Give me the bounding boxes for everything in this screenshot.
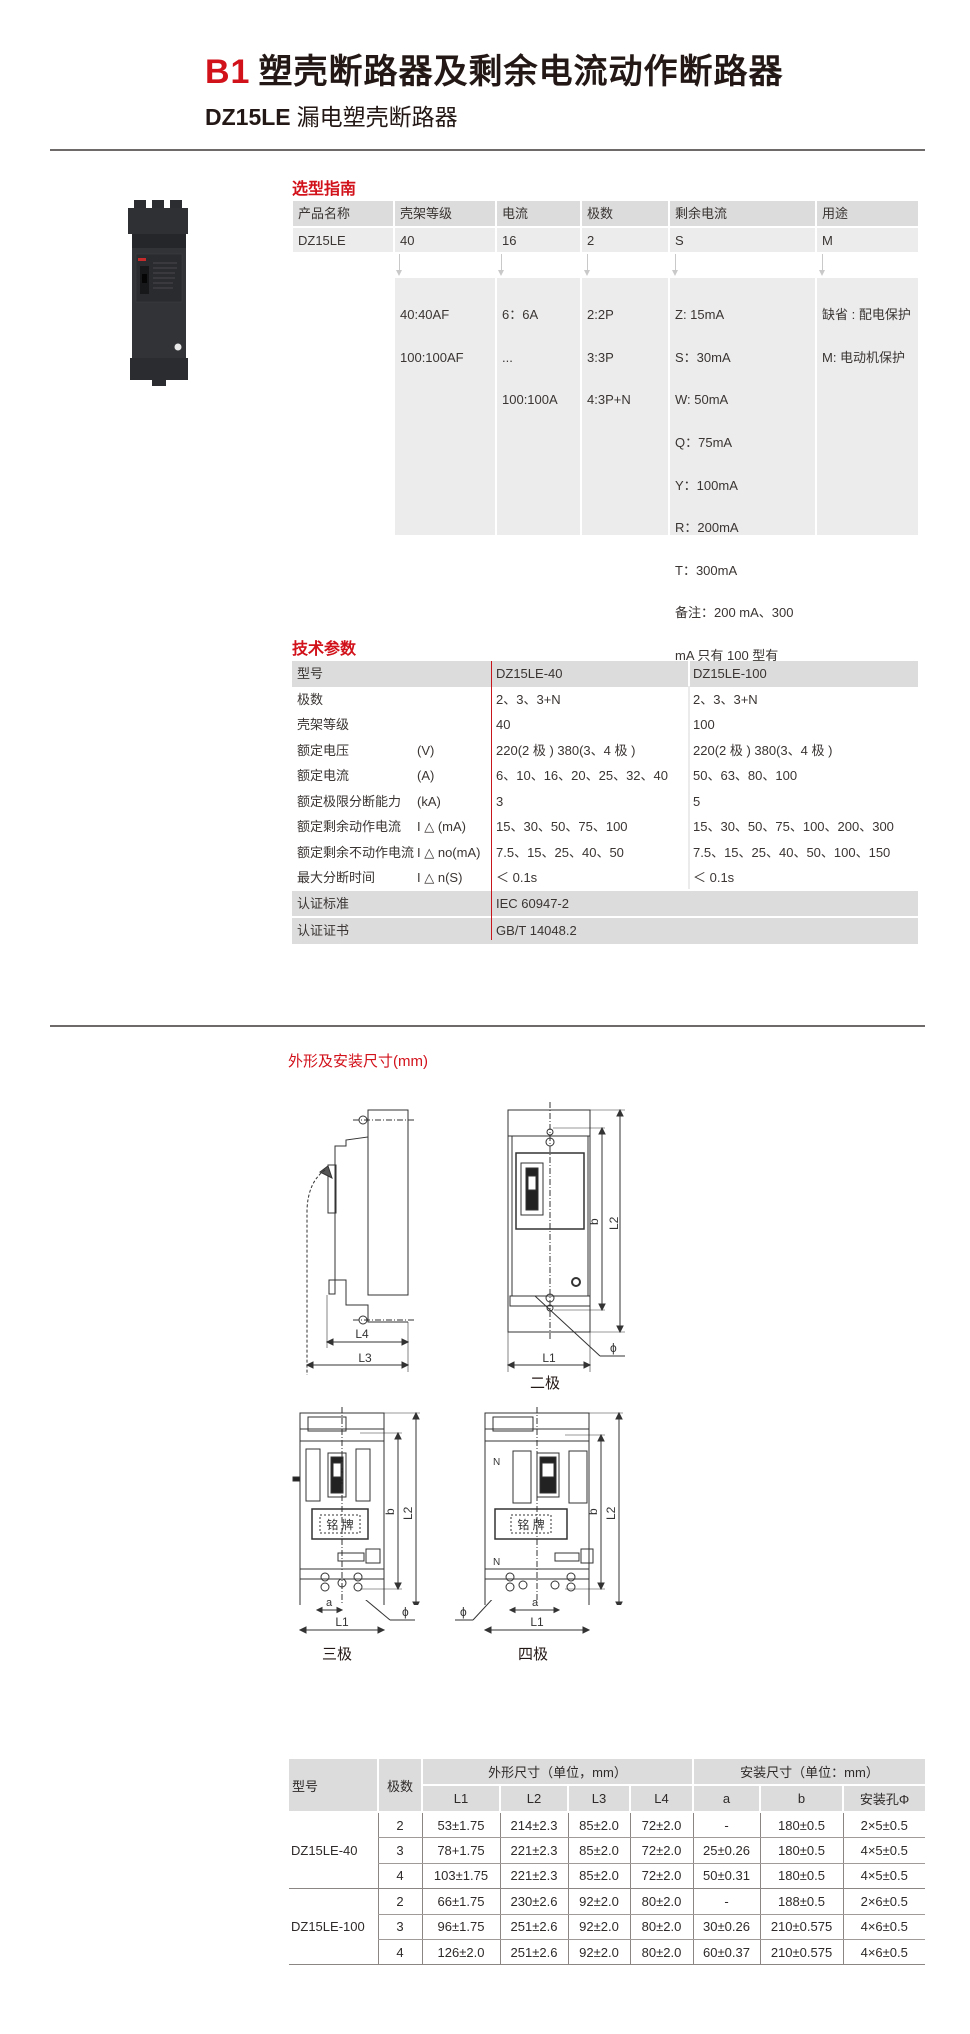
sel-detail-residual: Z: 15mA S：30mA W: 50mA Q：75mA Y：100mA R：… [670, 278, 815, 663]
selection-guide-title: 选型指南 [292, 181, 357, 198]
three-pole-dim-lines: a L1 ϕ [298, 1600, 415, 1634]
col-header-L1: L1 [422, 1785, 501, 1813]
sel-header-current: 电流 [497, 201, 580, 226]
tech-header-row: 型号 DZ15LE-40 DZ15LE-100 [292, 661, 918, 687]
svg-text:铭 牌: 铭 牌 [326, 1517, 353, 1532]
svg-text:L4: L4 [355, 1327, 369, 1341]
svg-text:L2: L2 [607, 1216, 621, 1230]
svg-text:铭 牌: 铭 牌 [517, 1517, 544, 1532]
two-pole-drawing: L4 L3 b L2 L1 ϕ [305, 1102, 625, 1375]
tech-row: 额定电压(V)220(2 极 ) 380(3、4 极 )220(2 极 ) 38… [297, 742, 833, 758]
two-pole-caption: 二极 [530, 1375, 561, 1392]
sel-example-usage: M [817, 228, 918, 252]
svg-text:a: a [326, 1600, 333, 1609]
column-divider [688, 661, 690, 889]
sel-detail-usage: 缺省 : 配电保护 M: 电动机保护 [817, 278, 918, 535]
four-pole-caption: 四极 [518, 1646, 549, 1663]
sel-header-residual: 剩余电流 [670, 201, 815, 226]
header-divider [50, 149, 925, 151]
sel-example-poles: 2 [582, 228, 668, 252]
arrow-down-icon [396, 254, 402, 276]
sel-header-usage: 用途 [817, 201, 918, 226]
svg-text:b: b [587, 1218, 601, 1225]
sel-detail-frame: 40:40AF 100:100AF [395, 278, 495, 535]
arrow-down-icon [819, 254, 825, 276]
four-pole-drawing: N N 铭 牌 b L2 [484, 1407, 623, 1605]
col-header-L3: L3 [568, 1785, 631, 1813]
svg-text:L1: L1 [335, 1615, 349, 1629]
section-divider [50, 1025, 925, 1027]
dimensions-title: 外形及安装尺寸(mm) [288, 1053, 428, 1070]
arrow-down-icon [584, 254, 590, 276]
svg-text:L2: L2 [401, 1506, 415, 1520]
col-group-mount: 安装尺寸（单位：mm） [693, 1759, 925, 1786]
four-pole-dim-lines: a L1 ϕ [455, 1600, 591, 1634]
sel-example-residual: S [670, 228, 815, 252]
svg-text:L1: L1 [530, 1615, 544, 1629]
svg-text:N: N [493, 1457, 500, 1468]
svg-text:L3: L3 [358, 1351, 372, 1365]
col-header-hole: 安装孔Φ [843, 1785, 925, 1813]
sel-example-frame: 40 [395, 228, 495, 252]
three-pole-caption: 三极 [322, 1646, 353, 1663]
sel-header-frame: 壳架等级 [395, 201, 495, 226]
product-photo [128, 200, 188, 386]
svg-text:b: b [586, 1508, 600, 1515]
column-divider [688, 661, 690, 686]
tech-params-title: 技术参数 [292, 641, 357, 658]
col-header-L2: L2 [500, 1785, 569, 1813]
svg-text:L2: L2 [604, 1506, 618, 1520]
col-header-a: a [693, 1785, 761, 1813]
dimensions-table: 型号 极数 外形尺寸（单位，mm） 安装尺寸（单位：mm） L1 L2 L3 L… [289, 1759, 925, 1966]
svg-text:N: N [493, 1557, 500, 1568]
sel-detail-poles: 2:2P 3:3P 4:3P+N [582, 278, 668, 535]
section-badge: B1 [205, 53, 251, 91]
svg-text:ϕ: ϕ [610, 1341, 617, 1355]
col-header-b: b [760, 1785, 844, 1813]
sel-example-current: 16 [497, 228, 580, 252]
svg-text:ϕ: ϕ [460, 1605, 467, 1619]
sel-header-poles: 极数 [582, 201, 668, 226]
svg-text:b: b [383, 1508, 397, 1515]
svg-text:ϕ: ϕ [402, 1605, 409, 1619]
model-name: DZ15LE [205, 104, 291, 130]
svg-text:L1: L1 [542, 1351, 556, 1365]
arrow-down-icon [498, 254, 504, 276]
sel-detail-current: 6：6A ... 100:100A [497, 278, 580, 535]
arrow-down-icon [672, 254, 678, 276]
sel-header-product: 产品名称 [293, 201, 393, 226]
col-header-model: 型号 [289, 1759, 379, 1813]
svg-text:a: a [532, 1600, 539, 1609]
col-header-L4: L4 [630, 1785, 694, 1813]
three-pole-drawing: 铭 牌 b L2 [292, 1407, 420, 1605]
col-header-poles: 极数 [378, 1759, 423, 1813]
column-divider-red [491, 661, 492, 940]
col-group-outline: 外形尺寸（单位，mm） [422, 1759, 694, 1786]
sel-example-product: DZ15LE [293, 228, 393, 252]
